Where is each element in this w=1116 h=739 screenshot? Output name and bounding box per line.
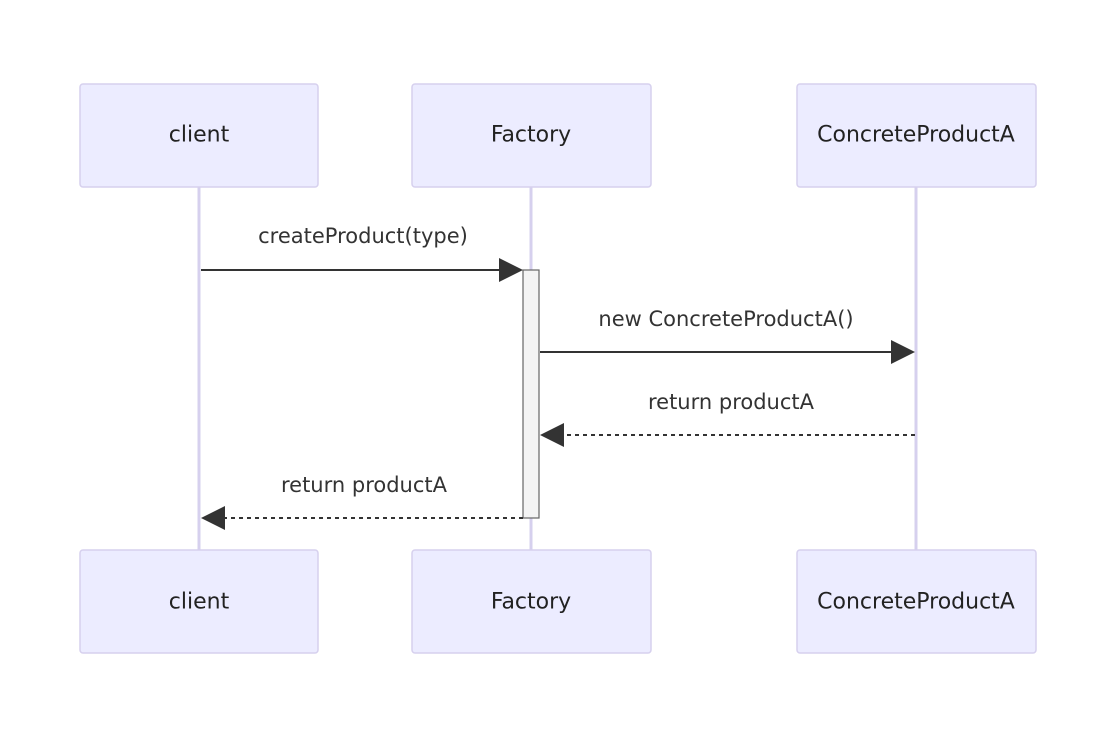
message-label: return productA [281,473,448,497]
participant-factory-bottom: Factory [411,549,652,654]
participant-label: Factory [491,590,571,615]
participant-label: ConcreteProductA [817,123,1015,148]
message-label: new ConcreteProductA() [598,307,853,331]
activation-bar-factory [522,269,540,519]
message-new-concrete-product: new ConcreteProductA() [540,307,915,364]
participant-client-top: client [79,83,319,188]
message-create-product: createProduct(type) [201,224,523,282]
message-label: return productA [648,390,815,414]
message-return-product-to-client: return productA [201,473,523,530]
message-label: createProduct(type) [258,224,468,248]
participant-concreteproducta-top: ConcreteProductA [796,83,1037,188]
participant-factory-top: Factory [411,83,652,188]
participant-concreteproducta-bottom: ConcreteProductA [796,549,1037,654]
participant-label: client [169,123,230,148]
participant-label: client [169,590,230,615]
participant-label: Factory [491,123,571,148]
participant-label: ConcreteProductA [817,590,1015,615]
participant-client-bottom: client [79,549,319,654]
message-return-product-to-factory: return productA [540,390,915,447]
